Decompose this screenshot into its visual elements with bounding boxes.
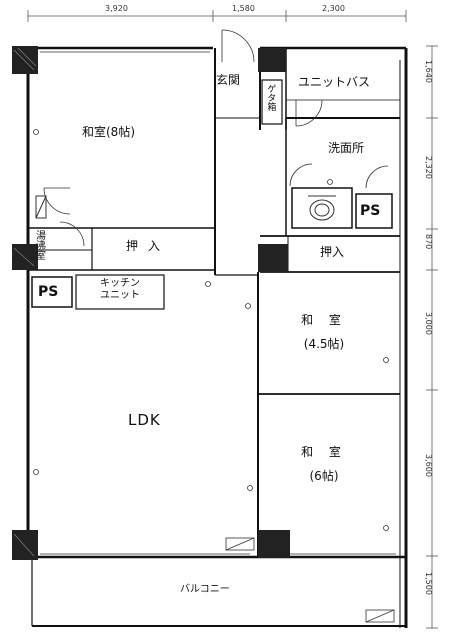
fixtures [35,195,336,221]
room-oshiire-left: 押入 [126,239,171,253]
structural-columns [12,46,290,560]
room-unit-bath: ユニットバス [298,75,371,89]
ps-right: PS [360,203,381,219]
washitsu-45-line-2: (4.5帖) [303,336,345,351]
washitsu-6-line-2: (6帖) [309,468,339,483]
kitchen-unit-label: キッチン ユニット [80,278,160,301]
dim-right-1: 1,640 [424,60,433,83]
room-washitsu-6: 和 室 (6帖) [278,445,370,484]
room-washitsu-45: 和 室 (4.5帖) [278,313,370,352]
right-dimension-line [426,45,438,629]
windows [40,51,396,555]
washitsu-6-line-1: 和 室 [301,445,347,459]
dim-right-5: 3,600 [424,454,433,477]
kitchen-line-2: ユニット [100,289,140,301]
outlet-marks [33,129,389,531]
balcony-details [225,537,395,623]
room-yuwakashi: 湯沸室 [33,230,45,260]
dim-right-2: 2,320 [424,156,433,179]
room-balcony: バルコニー [180,584,230,595]
washitsu-45-line-1: 和 室 [301,313,347,327]
dim-right-6: 1,500 [424,572,433,595]
room-getabako: ゲタ箱 [265,84,276,111]
room-senmenjo: 洗面所 [328,141,365,155]
outer-walls [26,46,408,628]
dim-top-1: 3,920 [105,4,128,13]
room-ldk: LDK [128,411,161,429]
ps-left: PS [38,284,59,300]
room-genkan: 玄関 [216,73,241,87]
door-swings [43,29,389,247]
dim-top-3: 2,300 [322,4,345,13]
dim-top-2: 1,580 [232,4,255,13]
room-oshiire-right: 押入 [320,245,345,259]
dim-right-4: 3,000 [424,312,433,335]
column-texture [13,47,37,557]
getabako-box [261,79,283,125]
kitchen-line-1: キッチン [100,278,140,289]
top-dimension-line [27,10,407,22]
dim-right-3: 870 [424,234,433,250]
room-washitsu-8: 和室(8帖) [82,125,135,139]
